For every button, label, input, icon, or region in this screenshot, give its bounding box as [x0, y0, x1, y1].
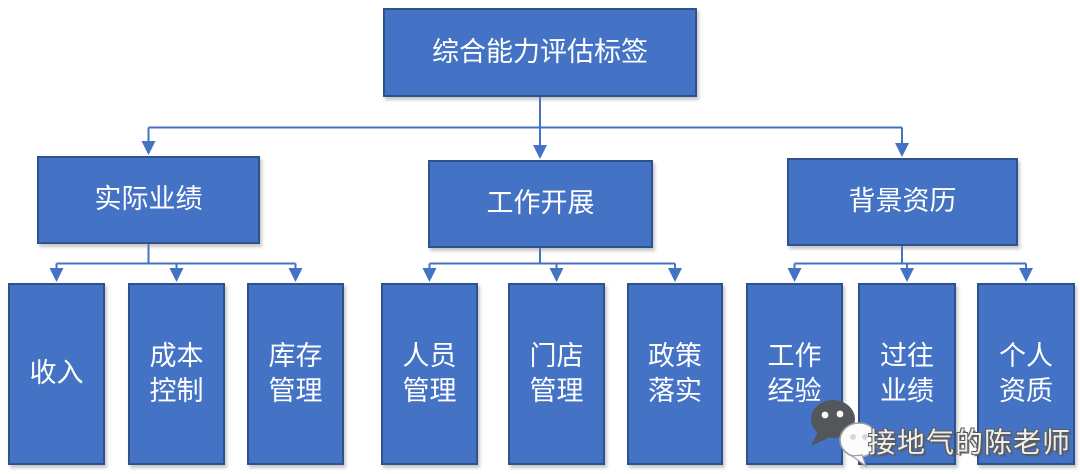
node-actual-results: 实际业绩: [37, 156, 260, 244]
watermark: 接地气的陈老师: [806, 396, 1071, 472]
node-actual-results-label: 实际业绩: [94, 184, 203, 215]
node-background-credentials: 背景资历: [787, 158, 1018, 246]
node-cost-control-label: 成本 控制: [149, 340, 204, 406]
node-inventory-management-label: 库存 管理: [268, 340, 323, 406]
node-revenue-label: 收入: [29, 358, 84, 389]
node-revenue: 收入: [8, 283, 105, 465]
node-cost-control: 成本 控制: [128, 283, 225, 465]
node-past-performance-label: 过往 业绩: [880, 340, 934, 406]
node-background-credentials-label: 背景资历: [848, 186, 957, 217]
node-staff-management-label: 人员 管理: [402, 340, 457, 406]
watermark-text: 接地气的陈老师: [868, 427, 1072, 458]
node-work-experience-label: 工作 经验: [767, 340, 822, 406]
node-work-execution: 工作开展: [428, 160, 653, 248]
node-work-execution-label: 工作开展: [486, 188, 595, 219]
node-inventory-management: 库存 管理: [247, 283, 344, 465]
node-store-management-label: 门店 管理: [529, 340, 584, 406]
node-staff-management: 人员 管理: [381, 283, 478, 465]
node-personal-qualifications-label: 个人 资质: [999, 340, 1053, 406]
node-personal-qualifications: 个人 资质: [977, 283, 1075, 465]
node-store-management: 门店 管理: [508, 283, 605, 465]
wechat-icon: [811, 400, 879, 468]
node-root-label: 综合能力评估标签: [432, 36, 648, 67]
node-policy-implementation: 政策 落实: [627, 283, 723, 465]
node-policy-implementation-label: 政策 落实: [648, 340, 702, 406]
node-root: 综合能力评估标签: [383, 8, 697, 97]
